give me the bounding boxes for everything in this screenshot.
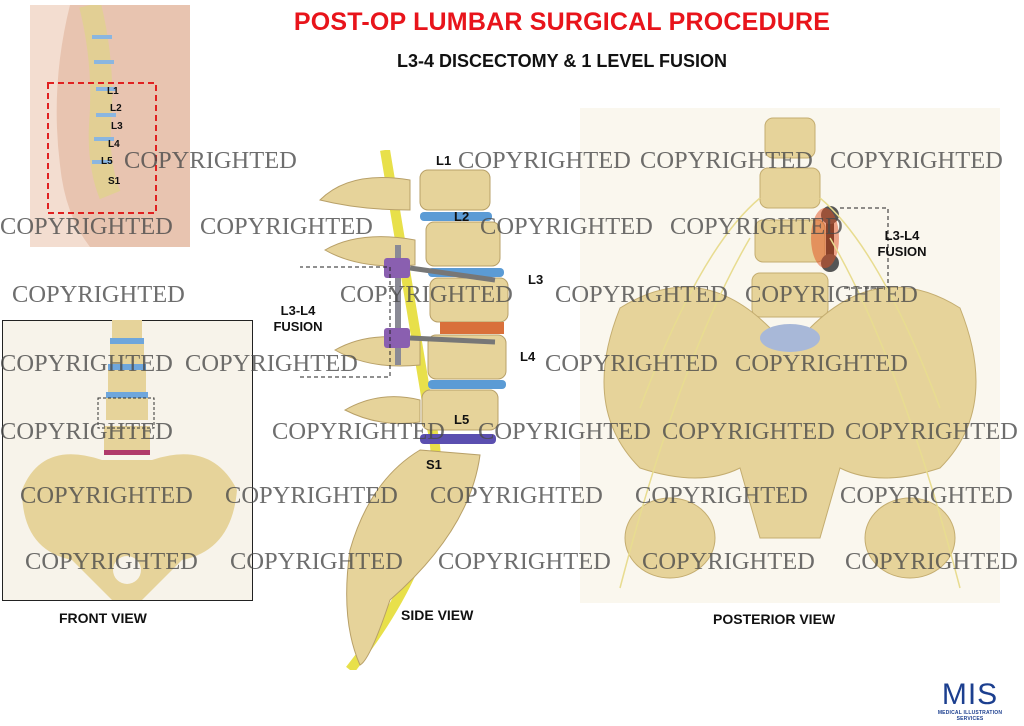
fusion-label-level: L3-L4 (884, 228, 920, 243)
page-subtitle: L3-4 DISCECTOMY & 1 LEVEL FUSION (396, 51, 728, 71)
body-illustration (30, 5, 190, 247)
level-label: L5 (454, 412, 470, 427)
level-label: L4 (520, 349, 536, 364)
side-view-label: SIDE VIEW (401, 607, 474, 623)
region-highlight-box (47, 82, 157, 214)
side-view-illustration (300, 150, 509, 670)
posterior-view-illustration (580, 108, 1000, 603)
level-label: L4 (108, 139, 120, 150)
fusion-label-level: L3-L4 (280, 303, 316, 318)
watermark-text: COPYRIGHTED (12, 281, 185, 308)
logo-mark: MIS (941, 678, 999, 711)
level-label: L5 (101, 156, 113, 167)
level-label: L1 (436, 153, 452, 168)
level-label: L3 (111, 121, 123, 132)
front-view-illustration (2, 320, 253, 601)
level-label: L2 (454, 209, 470, 224)
level-label: L2 (110, 103, 122, 114)
fusion-label-text: FUSION (877, 244, 927, 259)
level-label: L1 (107, 86, 119, 97)
logo-tagline: MEDICAL ILLUSTRATION SERVICES (937, 710, 1003, 722)
fusion-label: L3-L4 FUSION (864, 228, 940, 260)
level-label: S1 (108, 176, 121, 187)
fusion-label-text: FUSION (273, 319, 323, 334)
level-label: S1 (426, 457, 442, 472)
fusion-callout-box (300, 266, 391, 378)
page-title: POST-OP LUMBAR SURGICAL PROCEDURE (293, 8, 831, 36)
posterior-view-label: POSTERIOR VIEW (713, 611, 836, 627)
fusion-label: L3-L4 FUSION (268, 303, 328, 335)
front-view-label: FRONT VIEW (59, 610, 147, 626)
level-label: L3 (528, 272, 544, 287)
mis-logo: MIS MEDICAL ILLUSTRATION SERVICES (930, 678, 1010, 723)
